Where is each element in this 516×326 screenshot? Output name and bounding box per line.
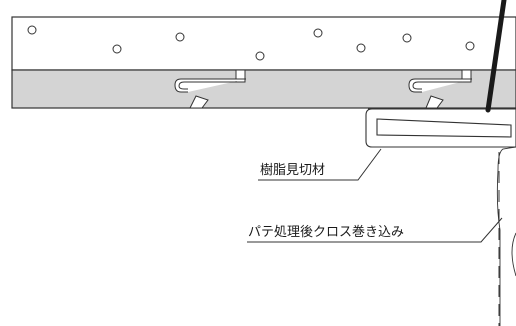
screw-hole	[465, 41, 475, 51]
screw-hole	[255, 51, 265, 61]
screw-hole	[27, 25, 37, 35]
screw-holes	[27, 25, 475, 61]
label-putty-wrap: パテ処理後クロス巻き込み	[248, 225, 404, 240]
label-resin-trim: 樹脂見切材	[260, 163, 325, 178]
cloth-wrap-line	[496, 146, 516, 326]
leader-line-resin-trim	[258, 148, 382, 181]
joint-notch-left	[189, 95, 209, 109]
hook-clip-left	[174, 69, 246, 93]
screw-hole	[356, 43, 366, 53]
screw-hole	[402, 33, 412, 43]
joint-notch-right	[425, 95, 444, 109]
upper-board	[11, 16, 516, 71]
screw-hole	[112, 44, 122, 54]
black-rod	[485, 0, 507, 113]
leader-line-putty-wrap	[247, 217, 503, 243]
screw-hole	[175, 32, 185, 42]
cloth-wrap-line	[511, 232, 516, 277]
resin-trim	[365, 108, 516, 148]
screw-hole	[313, 28, 323, 38]
hook-clip-right	[408, 69, 472, 93]
